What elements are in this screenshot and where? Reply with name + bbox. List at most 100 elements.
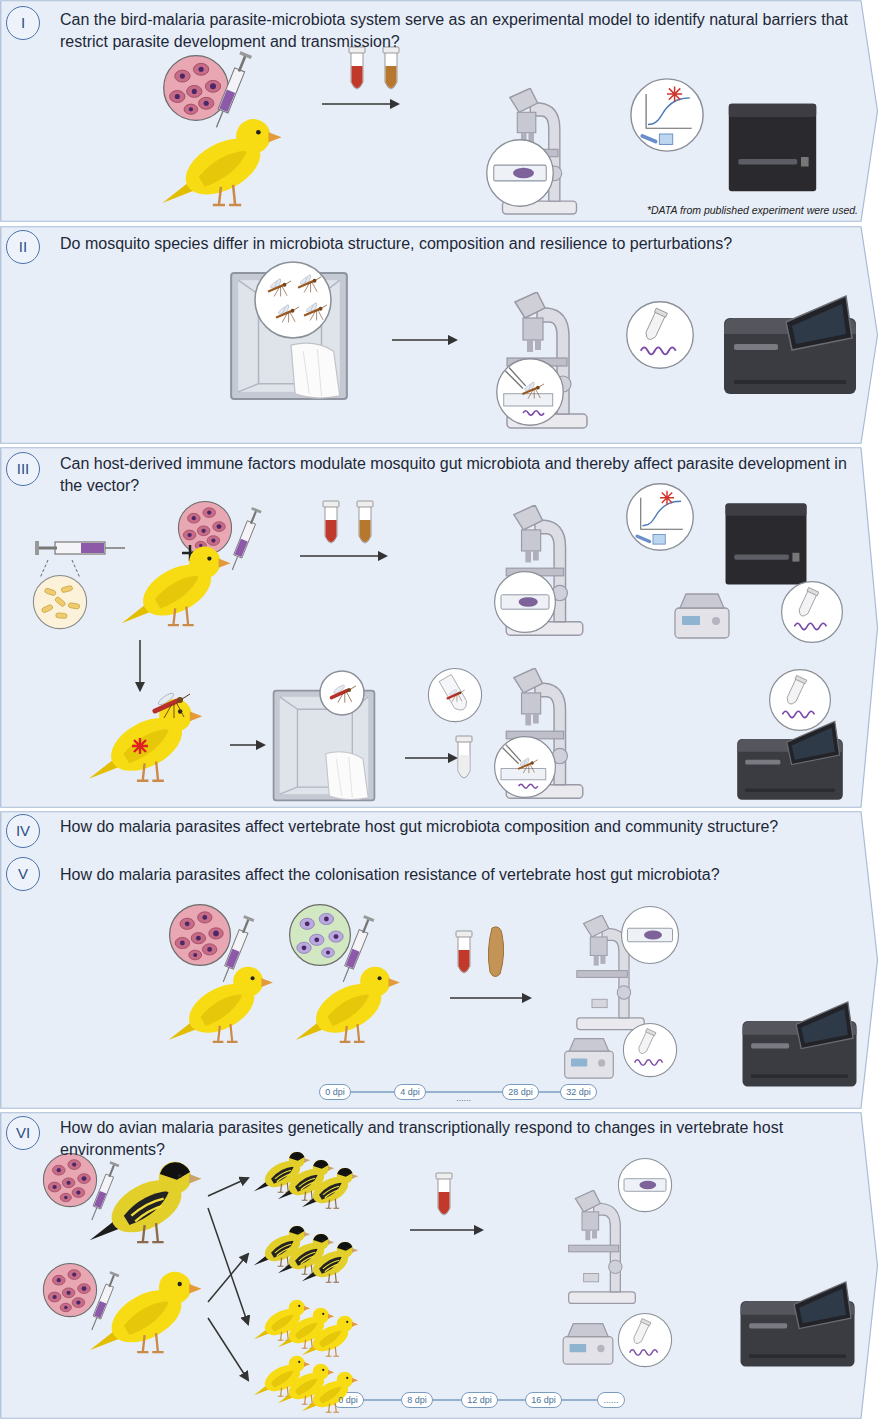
process-arrow: [450, 997, 530, 999]
process-arrow: [322, 103, 398, 105]
timeline-pill: 4 dpi: [394, 1084, 426, 1100]
blood-smear-bubble: [622, 907, 679, 964]
illustration-part: [254, 1226, 310, 1267]
pill-text: 0 dpi: [338, 1395, 358, 1405]
numeral-text: V: [18, 866, 28, 882]
timeline-connector: [433, 1399, 461, 1401]
footnote-wrapper: *DATA from published experiment were use…: [596, 204, 858, 217]
syringe: [338, 915, 374, 984]
canary-group: [254, 1356, 358, 1413]
siskin-group: [254, 1152, 358, 1209]
illustration-part: [278, 1160, 334, 1201]
infected-blood-bubble: [43, 1263, 96, 1316]
panel-band: How do malaria parasites affect vertebra…: [0, 811, 879, 1109]
process-arrow: [230, 744, 264, 746]
timeline-connector: [498, 1399, 525, 1401]
numeral-text: IV: [16, 823, 30, 839]
sequencer: [724, 296, 856, 394]
syringe: [218, 915, 254, 984]
timeline-pill: 12 dpi: [461, 1392, 498, 1408]
dna-bubble: [623, 1023, 676, 1076]
sequencer: [741, 1282, 855, 1367]
connector-label: ......: [454, 1093, 473, 1103]
infected-blood-bubble: [164, 56, 229, 121]
question-wrapper: Do mosquito species differ in microbiota…: [60, 233, 860, 255]
timeline-pill: ......: [597, 1392, 625, 1408]
illustration-part: [254, 1356, 310, 1397]
dna-bubble: [770, 670, 831, 731]
transfer-arrow: [208, 1178, 248, 1196]
panel-band: Do mosquito species differ in microbiota…: [0, 226, 879, 444]
blood-tube: [436, 1173, 452, 1215]
chevron-outline: [1, 1113, 878, 1419]
chevron-panel-shape: [0, 226, 879, 444]
illustration-part: [254, 1300, 310, 1341]
syringe: [227, 507, 261, 572]
microscope: [506, 668, 583, 798]
transfer-arrow: [208, 1254, 248, 1302]
illustration-part: [302, 1242, 358, 1283]
illustration-part: [302, 1168, 358, 1209]
pcr-machine: [563, 1324, 613, 1364]
question-text: Can the bird-malaria parasite-microbiota…: [60, 9, 850, 53]
connector-label-wrapper: ......: [454, 1087, 473, 1105]
plate-reader: [729, 104, 816, 191]
process-arrow: [410, 1229, 482, 1231]
panel-vi-art: [43, 1152, 854, 1413]
microscope: [569, 1190, 636, 1303]
pill-text: 8 dpi: [407, 1395, 427, 1405]
timeline-pill: 0 dpi: [319, 1084, 351, 1100]
pill-text: 4 dpi: [400, 1087, 420, 1097]
process-arrow: [300, 555, 386, 557]
canary: [90, 1272, 202, 1354]
siskin: [90, 1162, 202, 1244]
timeline-pill: 8 dpi: [401, 1392, 433, 1408]
blood-smear-bubble: [618, 1158, 671, 1211]
question-wrapper: How do avian malaria parasites genetical…: [60, 1117, 845, 1161]
microscope: [507, 292, 587, 428]
microscope: [503, 88, 577, 214]
question-text: Do mosquito species differ in microbiota…: [60, 233, 860, 255]
illustration-part: [320, 671, 364, 715]
question-wrapper: Can the bird-malaria parasite-microbiota…: [60, 9, 850, 53]
illustration-part: [278, 1308, 334, 1349]
roman-numeral-circle: IV: [6, 814, 40, 848]
illustration-part: [302, 1316, 358, 1357]
plus-sign: [182, 545, 198, 561]
panel-i-art: [162, 47, 816, 214]
plate-reader: [726, 504, 807, 585]
timeline-pill: 16 dpi: [525, 1392, 562, 1408]
feeding-mosquito: [155, 691, 190, 718]
illustration-part: [320, 671, 364, 715]
footnote-text: *DATA from published experiment were use…: [596, 204, 858, 217]
chevron-outline: [1, 448, 878, 808]
pill-text: 28 dpi: [508, 1087, 533, 1097]
numeral-text: VI: [16, 1125, 30, 1141]
transfer-arrow: [208, 1208, 248, 1324]
pcr-machine: [675, 594, 729, 638]
illustration-part: [278, 1364, 334, 1405]
microscope: [577, 915, 644, 1029]
pill-text: 12 dpi: [467, 1395, 492, 1405]
process-arrow: [405, 757, 456, 759]
blood-tube: [456, 931, 472, 973]
canary-group: [254, 1300, 358, 1357]
serum-tube: [357, 501, 373, 543]
siskin-group: [254, 1226, 358, 1283]
dissection-bubble: [497, 359, 564, 426]
timeline-pill: 28 dpi: [502, 1084, 539, 1100]
pill-text: 32 dpi: [566, 1087, 591, 1097]
assay-curve-bubble: [631, 79, 703, 151]
control-blood-bubble: [290, 905, 351, 966]
infection-mark: [132, 738, 148, 754]
canary: [169, 967, 273, 1043]
timeline-connector: [364, 1399, 401, 1401]
sample-tube: [456, 736, 472, 778]
chevron-outline: [1, 1, 878, 222]
numeral-text: III: [17, 461, 30, 477]
syringe: [87, 1271, 119, 1332]
panel-iii-art: [33, 484, 842, 801]
roman-numeral-circle: II: [6, 230, 40, 264]
serum-tube: [383, 47, 399, 89]
timeline-pill: 0 dpi: [332, 1392, 364, 1408]
